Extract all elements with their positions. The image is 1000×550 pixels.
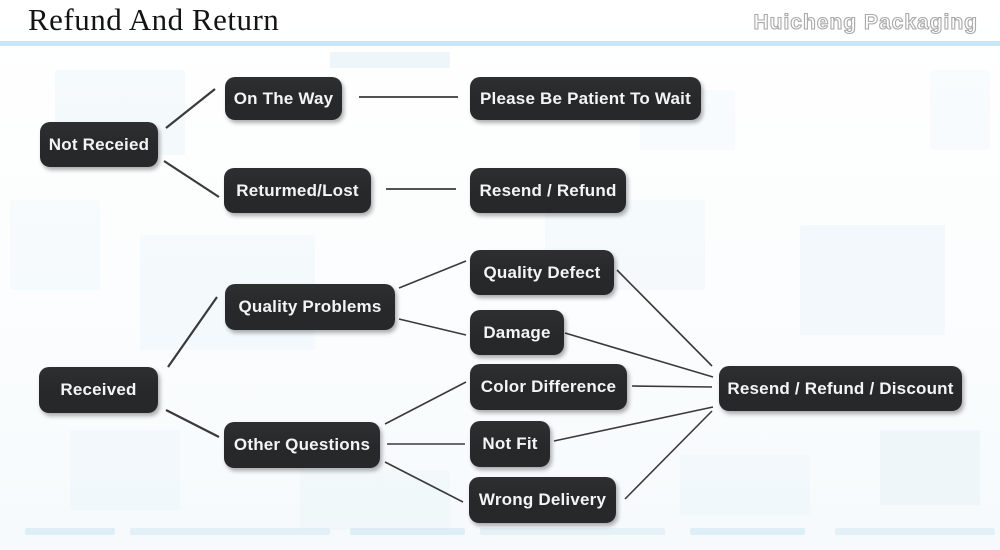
connector-received-other-questions [165, 409, 220, 438]
node-quality-problems: Quality Problems [225, 284, 395, 330]
node-quality-defect: Quality Defect [470, 250, 614, 295]
node-on-the-way: On The Way [225, 77, 342, 120]
header-divider [0, 41, 1000, 46]
node-color-difference: Color Difference [470, 364, 627, 410]
connector-quality-defect-discount [616, 269, 713, 367]
node-wrong-delivery: Wrong Delivery [469, 477, 616, 523]
node-returned-lost: Returmed/Lost [224, 168, 371, 213]
connector-quality-problems-damage [398, 318, 467, 336]
connector-received-quality-problems [167, 296, 218, 368]
connector-wrong-delivery-discount [624, 410, 713, 500]
node-resend-refund: Resend / Refund [470, 168, 626, 213]
connector-damage-discount [564, 332, 714, 378]
node-resend-refund-discount: Resend / Refund / Discount [719, 366, 962, 411]
connector-other-questions-wrong-delivery [384, 461, 464, 503]
node-not-received: Not Receied [40, 122, 158, 167]
node-damage: Damage [470, 310, 564, 355]
brand-watermark: Huicheng Packaging [753, 10, 978, 34]
connector-other-questions-color-difference [384, 381, 467, 425]
page-title: Refund And Return [28, 2, 280, 37]
node-not-fit: Not Fit [470, 421, 550, 467]
connector-not-received-on-the-way [165, 88, 216, 129]
node-please-wait: Please Be Patient To Wait [470, 77, 701, 120]
connector-color-difference-discount [631, 385, 713, 388]
node-other-questions: Other Questions [224, 422, 380, 468]
connector-quality-problems-quality-defect [398, 260, 467, 289]
connector-not-received-returned-lost [163, 160, 220, 198]
node-received: Received [39, 367, 158, 413]
connector-not-fit-discount [553, 406, 714, 442]
